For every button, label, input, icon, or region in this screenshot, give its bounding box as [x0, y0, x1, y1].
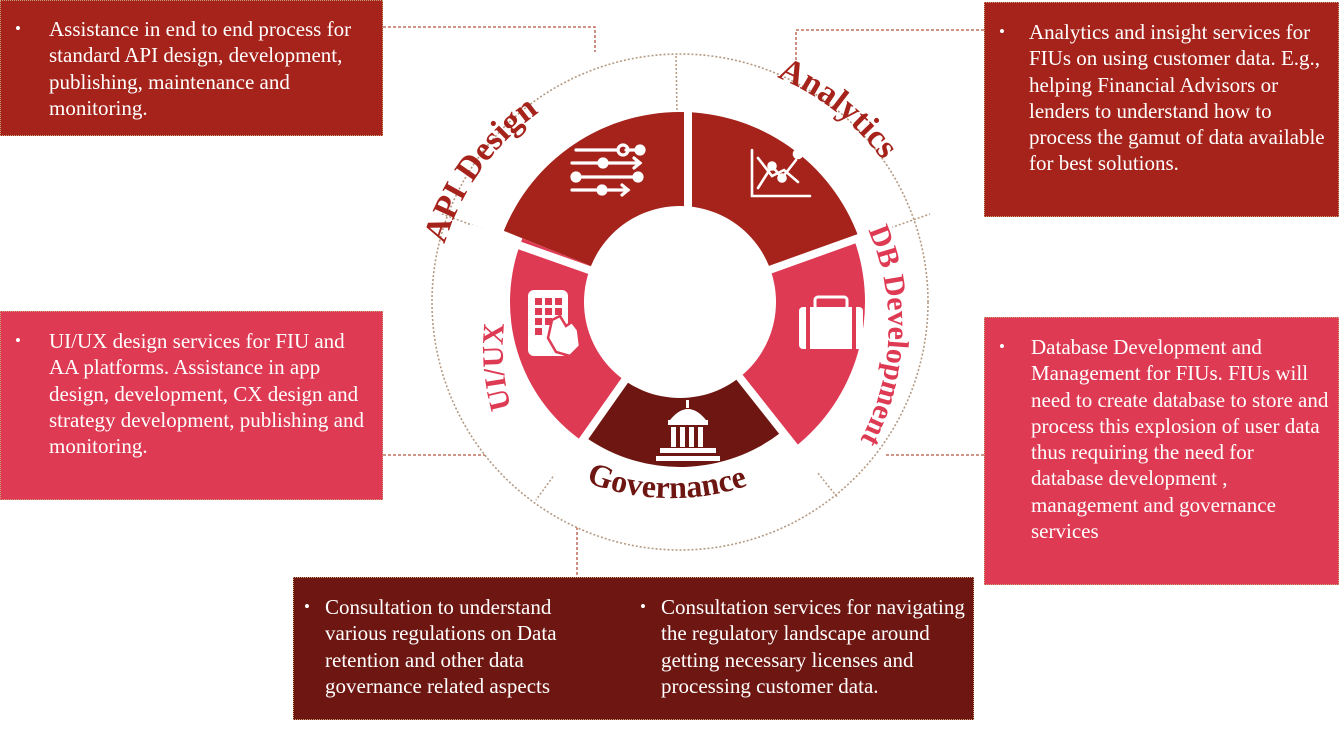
- uiux-bullet: UI/UX design services for FIU and AA pla…: [15, 328, 372, 459]
- db-development-description: Database Development and Management for …: [984, 317, 1339, 585]
- governance-bullet-2: Consultation services for navigating the…: [640, 594, 970, 699]
- uiux-description: UI/UX design services for FIU and AA pla…: [0, 311, 383, 500]
- connector-analytics: [795, 29, 984, 62]
- analytics-bullet: Analytics and insight services for FIUs …: [999, 19, 1328, 177]
- api-design-description: Assistance in end to end process for sta…: [0, 0, 383, 136]
- db-development-bullet: Database Development and Management for …: [999, 334, 1330, 544]
- analytics-description: Analytics and insight services for FIUs …: [984, 2, 1339, 217]
- mobile-touch-icon: [528, 290, 582, 358]
- connector-api: [383, 26, 596, 52]
- api-flow-icon: [570, 143, 646, 197]
- line-chart-icon: [750, 148, 812, 198]
- government-building-icon: [656, 400, 720, 461]
- briefcase-icon: [799, 295, 863, 349]
- segment-analytics: [680, 112, 859, 272]
- api-design-bullet: Assistance in end to end process for sta…: [15, 16, 372, 121]
- governance-bullet-1: Consultation to understand various regul…: [304, 594, 604, 699]
- governance-description: Consultation to understand various regul…: [293, 577, 974, 720]
